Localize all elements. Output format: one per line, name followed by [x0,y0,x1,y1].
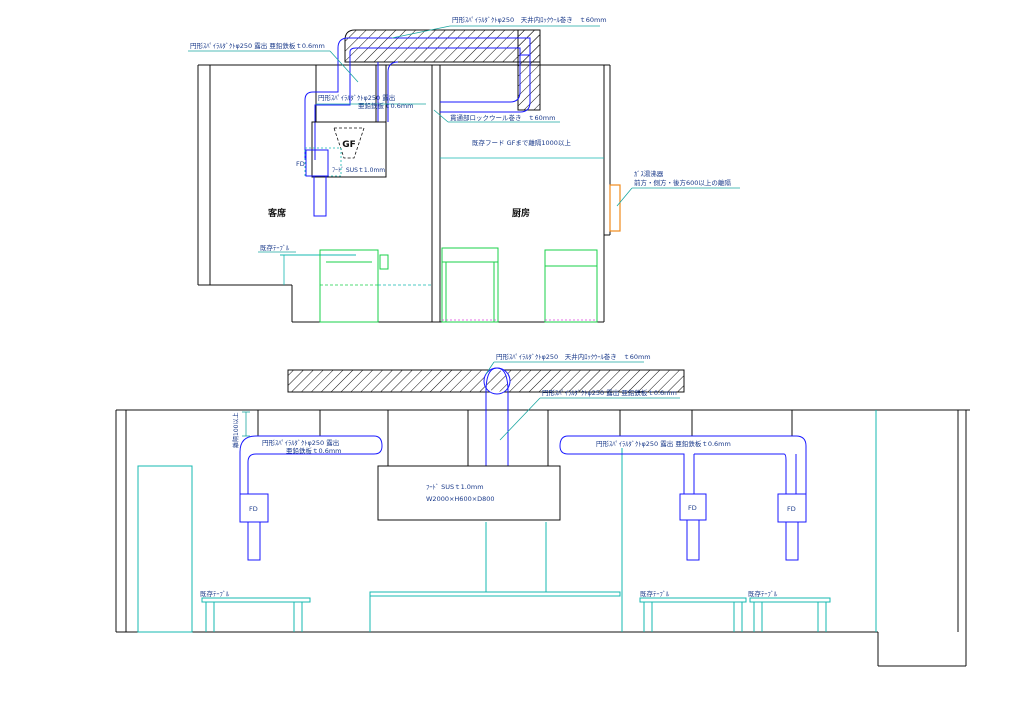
ceiling-slab-2 [287,367,685,395]
right-duct-label: 円形ｽﾊﾟｲﾗﾙﾀﾞｸﾄφ250 露出 亜鉛鉄板ｔ0.6mm [596,439,731,448]
existing-table-label-2a: 既存ﾃｰﾌﾞﾙ [200,589,230,598]
fd-label-2c: FD [787,505,796,513]
exposed-duct-label-1: 円形ｽﾊﾟｲﾗﾙﾀﾞｸﾄφ250 露出 亜鉛鉄板ｔ0.6mm [190,41,325,50]
existing-hood-note: 既存フード GFまで離隔1000以上 [472,138,571,147]
fd-damper-2c: FD [777,493,807,561]
fd-label-1: FD [296,160,305,168]
fd-label-2b: FD [688,504,697,512]
ceiling-duct-label-2: 円形ｽﾊﾟｲﾗﾙﾀﾞｸﾄφ250 天井内ﾛｯｸｳｰﾙ巻き ｔ60mm [496,352,651,361]
fd-damper-2b: FD [679,493,707,561]
section2-annotations: 円形ｽﾊﾟｲﾗﾙﾀﾞｸﾄφ250 天井内ﾛｯｸｳｰﾙ巻き ｔ60mm 円形ｽﾊﾟ… [200,352,778,598]
passage-label: 貫通部ロックウール巻き ｔ60mm [450,113,555,122]
duct-run-2 [239,367,807,494]
hood-size-label: W2000×H600×D800 [426,495,495,503]
ceiling-duct-label-1: 円形ｽﾊﾟｲﾗﾙﾀﾞｸﾄφ250 天井内ﾛｯｸｳｰﾙ巻き ｔ60mm [452,15,607,24]
riser-duct-label: 円形ｽﾊﾟｲﾗﾙﾀﾞｸﾄφ250 露出 亜鉛鉄板ｔ0.6mm [542,388,677,397]
existing-table-label-1: 既存ﾃｰﾌﾞﾙ [260,243,290,252]
duct-run-1 [304,37,531,160]
inner-duct-label-1: 円形ｽﾊﾟｲﾗﾙﾀﾞｸﾄφ250 露出 [318,93,395,102]
room-label-kitchen: 厨房 [512,207,530,219]
gas-water-heater [609,184,621,232]
left-duct-label-1: 円形ｽﾊﾟｲﾗﾙﾀﾞｸﾄφ250 露出 [262,438,339,447]
gas-heater-label-2: 前方・側方・後方600以上の離隔 [634,178,731,187]
hood-2: ﾌｰﾄﾞ SUSｔ1.0mm W2000×H600×D800 [377,465,561,521]
left-duct-label-2: 亜鉛鉄板ｔ0.6mm [286,446,342,455]
section-2: ﾌｰﾄﾞ SUSｔ1.0mm W2000×H600×D800 FD FD FD [115,352,970,667]
kitchen-equipment [441,247,598,323]
gas-heater-label-1: ｶﾞｽ湯沸器 [634,169,664,178]
clearance-label: 離隔100以上 [232,413,240,448]
fd-label-2a: FD [249,505,258,513]
room-label-guest: 客席 [267,207,286,219]
tables-2 [201,591,831,632]
building-outline-2 [115,409,970,667]
hood-material-label-2: ﾌｰﾄﾞ SUSｔ1.0mm [426,483,484,491]
clearance-dimension: 離隔100以上 [232,411,250,448]
gf-label: GF [342,140,356,150]
guest-counter [280,249,432,323]
hood-material-label: ﾌｰﾄﾞ SUSｔ1.0mm [332,167,385,174]
interior-lines-2 [137,410,877,633]
existing-table-label-2b: 既存ﾃｰﾌﾞﾙ [640,589,670,598]
section-1: GF ﾌｰﾄﾞ SUSｔ1.0mm FD [188,15,740,323]
fd-damper-2a: FD [239,493,269,561]
existing-table-label-2c: 既存ﾃｰﾌﾞﾙ [748,589,778,598]
inner-duct-label-2: 亜鉛鉄板ｔ0.6mm [358,101,414,110]
fd-damper-1: FD [296,149,329,217]
section1-annotations: 円形ｽﾊﾟｲﾗﾙﾀﾞｸﾄφ250 天井内ﾛｯｸｳｰﾙ巻き ｔ60mm 円形ｽﾊﾟ… [188,15,740,253]
